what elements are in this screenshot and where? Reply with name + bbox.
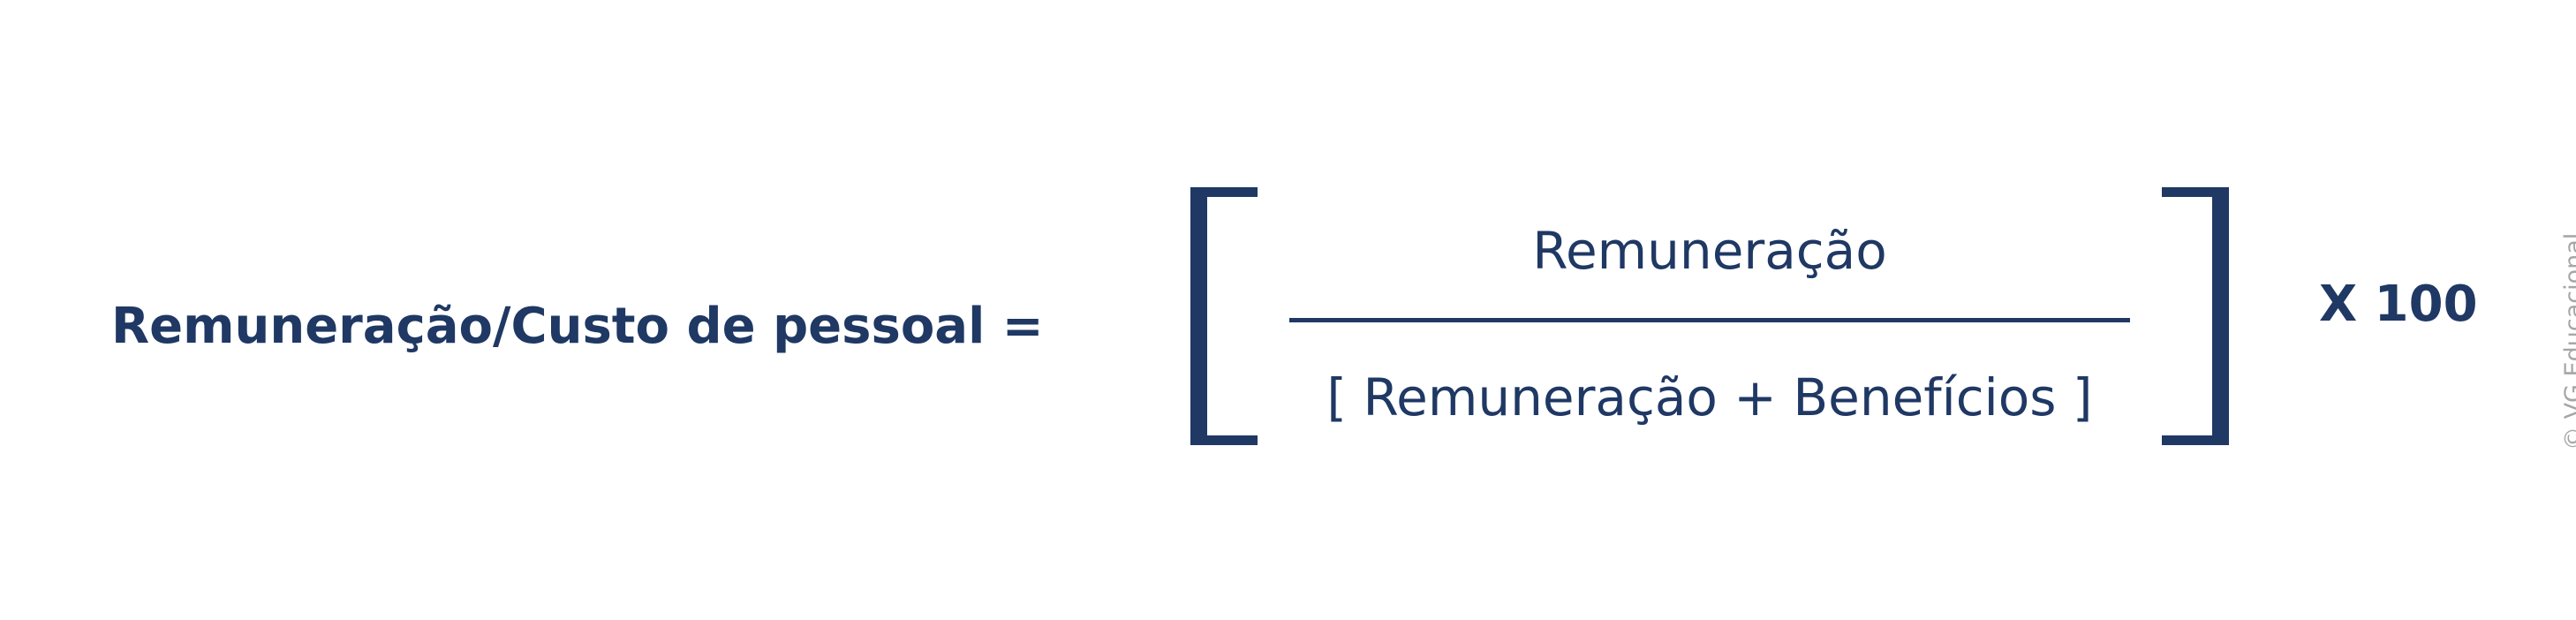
- copyright-watermark: © VG Educacional: [2560, 232, 2576, 450]
- fraction-bar: [1289, 318, 2130, 322]
- fraction-denominator: [ Remuneração + Benefícios ]: [1326, 367, 2093, 427]
- left-bracket: [1190, 187, 1258, 445]
- right-bracket: [2162, 187, 2229, 445]
- fraction-numerator: Remuneração: [1532, 221, 1887, 281]
- multiplier: X 100: [2319, 276, 2478, 333]
- formula-label: Remuneração/Custo de pessoal =: [111, 298, 1044, 355]
